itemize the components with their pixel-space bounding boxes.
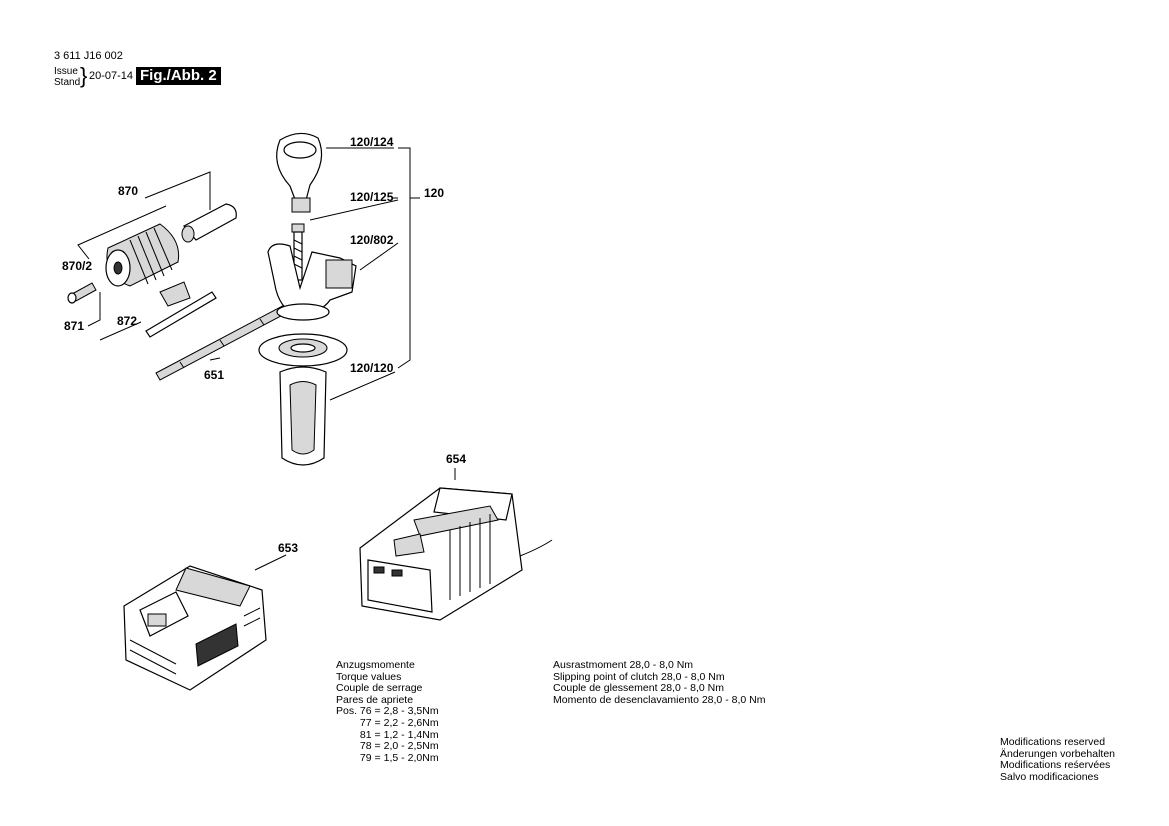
label-651: 651	[204, 368, 225, 382]
torque-min: 2,0 -	[383, 740, 405, 753]
torque-pos: 77 =	[359, 716, 381, 729]
modifications-fr: Modifications reśervées	[1000, 759, 1111, 772]
torque-title-fr: Couple de serrage	[336, 682, 423, 695]
chuck-870	[105, 223, 180, 287]
issue-date: 20-07-14	[89, 70, 134, 82]
clutch-line-en: Slipping point of clutch 28,0 - 8,0 Nm	[553, 670, 725, 683]
stand-label: Stand	[54, 77, 81, 88]
torque-min: 1,2 -	[383, 728, 405, 741]
chuck-adapter	[181, 203, 237, 243]
clutch-line-de: Ausrastmoment 28,0 - 8,0 Nm	[553, 659, 694, 671]
chuck-key-872	[145, 281, 217, 338]
label-653: 653	[278, 541, 299, 555]
label-872: 872	[117, 314, 138, 328]
torque-pos: 78 =	[359, 740, 381, 753]
charger-654	[359, 487, 553, 621]
screw-870-2	[67, 282, 97, 304]
torque-row: 78 =2,0 -2,5Nm	[336, 741, 442, 753]
brace: }	[80, 63, 88, 88]
torque-pos: Pos. 76 =	[336, 705, 381, 718]
label-120: 120	[424, 186, 445, 200]
torque-max: 1,4Nm	[407, 728, 439, 741]
torque-max: 2,0Nm	[407, 751, 439, 764]
torque-notes: Anzugsmomente Torque values Couple de se…	[336, 659, 442, 764]
label-870: 870	[118, 184, 139, 198]
modifications-de: Änderungen vorbehalten	[1000, 747, 1116, 760]
label-120-802: 120/802	[350, 233, 394, 247]
torque-row: 81 =1,2 -1,4Nm	[336, 728, 442, 742]
label-120-120: 120/120	[350, 361, 394, 375]
clutch-notes: Ausrastmoment 28,0 - 8,0 Nm Slipping poi…	[553, 659, 766, 706]
doc-number: 3 611 J16 002	[54, 50, 123, 62]
torque-row: 77 =2,2 -2,6Nm	[336, 716, 442, 730]
battery-653	[123, 565, 267, 691]
torque-pos: 81 =	[359, 728, 381, 741]
torque-pos: 79 =	[359, 751, 381, 764]
modifications-notice: Modifications reserved Änderungen vorbeh…	[1000, 736, 1116, 783]
clutch-line-fr: Couple de glessement 28,0 - 8,0 Nm	[553, 682, 725, 695]
issue-label: Issue	[54, 66, 78, 77]
modifications-en: Modifications reserved	[1000, 736, 1106, 748]
torque-min: 1,5 -	[383, 751, 405, 764]
torque-min: 2,8 -	[383, 705, 405, 718]
label-870-2: 870/2	[62, 259, 93, 273]
figure-label: Fig./Abb. 2	[136, 67, 221, 85]
torque-title-en: Torque values	[336, 670, 402, 683]
label-871: 871	[64, 319, 85, 333]
torque-table: Pos. 76 =2,8 -3,5Nm 77 =2,2 -2,6Nm 81 =1…	[336, 706, 442, 764]
grip-120-120	[258, 333, 348, 466]
torque-max: 2,5Nm	[407, 740, 439, 753]
torque-title-de: Anzugsmomente	[336, 659, 415, 671]
torque-title-es: Pares de apriete	[336, 693, 414, 706]
label-120-125: 120/125	[350, 190, 394, 204]
label-654: 654	[446, 452, 467, 466]
torque-max: 3,5Nm	[407, 705, 439, 718]
torque-row: 79 =1,5 -2,0Nm	[336, 751, 442, 765]
clutch-line-es: Momento de desenclavamiento 28,0 - 8,0 N…	[553, 693, 766, 706]
modifications-es: Salvo modificaciones	[1000, 770, 1099, 783]
torque-max: 2,6Nm	[407, 716, 439, 729]
clamp-band-120-124	[276, 132, 323, 213]
label-120-124: 120/124	[350, 135, 394, 149]
handle-head-120-802	[267, 243, 357, 321]
torque-row: Pos. 76 =2,8 -3,5Nm	[336, 706, 442, 718]
torque-min: 2,2 -	[383, 716, 405, 729]
